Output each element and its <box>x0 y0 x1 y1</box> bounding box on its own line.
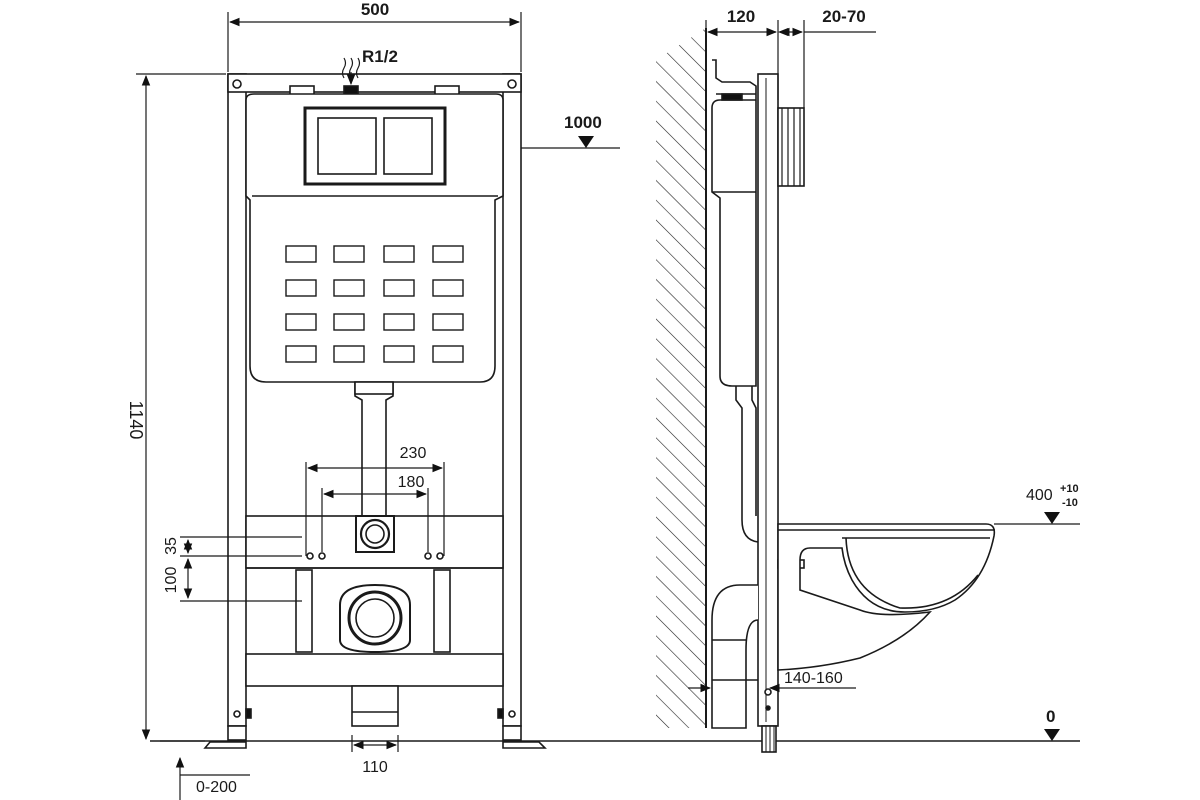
side-dimensions <box>688 20 1080 693</box>
label-wall-gap: 20-70 <box>822 7 865 26</box>
dimension-labels: 500 R1/2 1000 1140 230 180 35 100 0-200 … <box>126 0 1079 796</box>
level-marker-400 <box>1044 512 1060 524</box>
label-seat-tol-minus: -10 <box>1062 497 1078 509</box>
wall-gap-arrow <box>778 28 788 36</box>
label-seat-tol-plus: +10 <box>1060 483 1079 495</box>
label-width-total: 500 <box>361 0 389 19</box>
flush-pipe <box>354 382 394 516</box>
label-height-total: 1140 <box>126 401 146 440</box>
wall-hatch <box>656 28 706 728</box>
mount-hole-right <box>507 79 517 89</box>
label-seat-height: 400 <box>1026 487 1053 504</box>
frame-left-post <box>227 73 247 727</box>
label-bowl-depth: 140-160 <box>784 670 843 687</box>
flush-button-small[interactable] <box>317 117 377 175</box>
label-inlet: R1/2 <box>362 47 398 66</box>
side-frame-post <box>757 73 779 727</box>
front-dimensions <box>136 12 620 800</box>
label-span-outer: 230 <box>400 445 427 462</box>
toilet-bowl <box>777 523 996 671</box>
label-drain-width: 110 <box>362 759 388 776</box>
label-offset-drain: 100 <box>163 567 180 594</box>
frame-top-rail <box>227 73 522 93</box>
drain-pipe <box>351 685 399 727</box>
flush-button-large[interactable] <box>383 117 433 175</box>
mount-hole-left <box>232 79 242 89</box>
frame-low-rail <box>245 653 504 687</box>
side-drain-elbow <box>711 584 759 729</box>
frame-right-post <box>502 73 522 727</box>
label-span-inner: 180 <box>398 474 425 491</box>
cistern-ribs <box>285 245 464 363</box>
label-offset-top: 35 <box>163 537 180 555</box>
label-foot-adjust: 0-200 <box>196 779 237 796</box>
label-floor-level: 0 <box>1046 707 1055 726</box>
side-view <box>656 28 996 753</box>
level-marker-1000 <box>578 136 594 148</box>
front-view <box>203 73 547 749</box>
flush-outlet <box>355 515 395 553</box>
label-frame-depth: 120 <box>727 7 755 26</box>
level-marker-0 <box>1044 729 1060 741</box>
side-cistern <box>711 59 757 387</box>
label-button-height: 1000 <box>564 113 602 132</box>
